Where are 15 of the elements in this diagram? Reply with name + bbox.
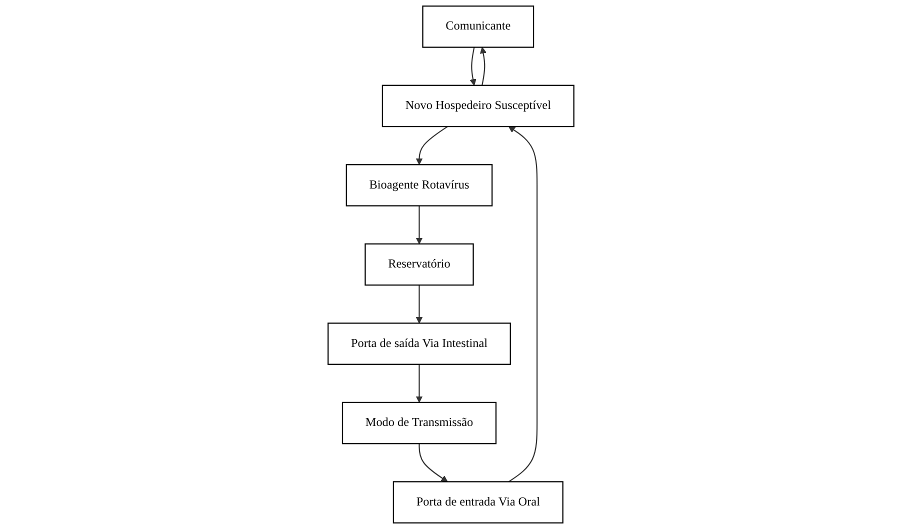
node-box: Porta de entrada Via Oral — [392, 481, 563, 524]
arrow — [415, 364, 422, 403]
node-box: Reservatório — [364, 243, 474, 286]
arrow — [418, 444, 448, 482]
arrow — [480, 46, 486, 86]
node-box: Porta de saída Via Intestinal — [327, 322, 510, 365]
arrow — [415, 206, 422, 244]
arrow — [415, 126, 448, 165]
node-box: Comunicante — [422, 6, 534, 48]
arrow — [415, 285, 422, 324]
node-box: Bioagente Rotavírus — [345, 164, 492, 206]
node-box: Modo de Transmissão — [341, 402, 496, 444]
arrow — [469, 47, 476, 86]
arrow — [508, 126, 538, 482]
node-box: Novo Hospedeiro Susceptível — [381, 84, 574, 128]
